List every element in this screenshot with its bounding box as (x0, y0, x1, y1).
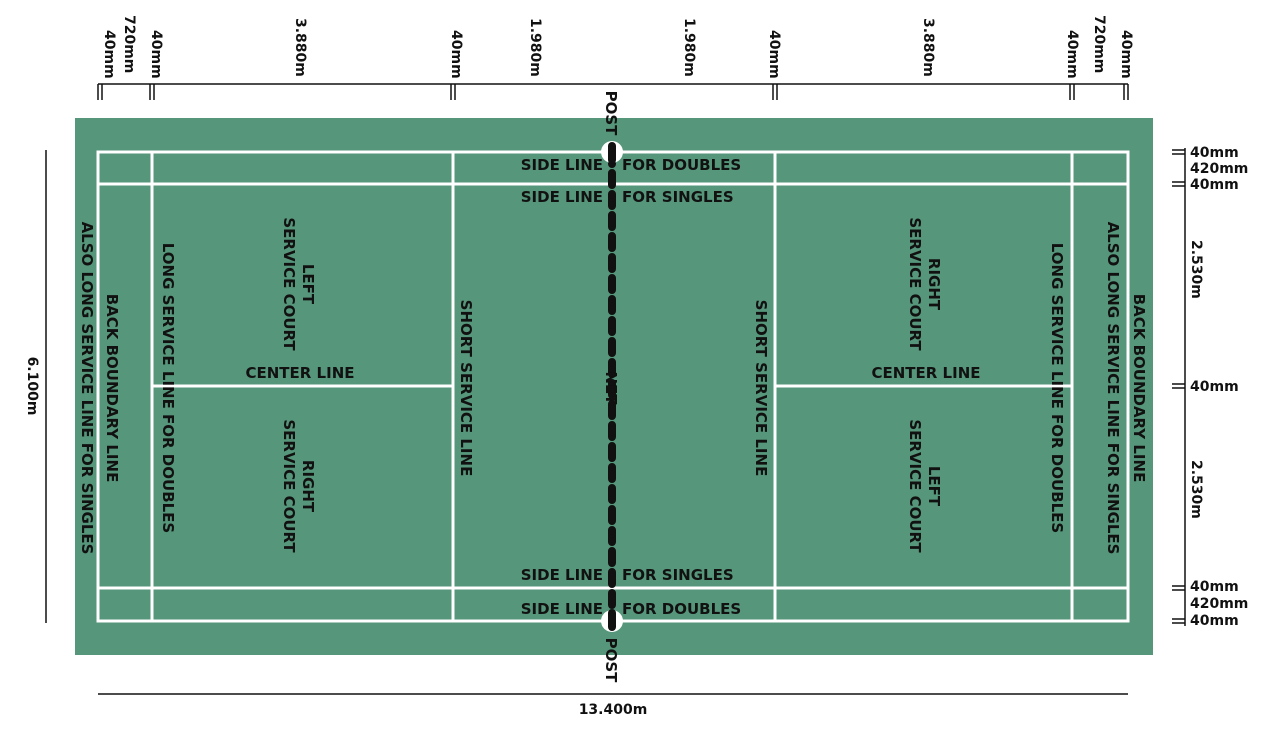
top-dim-8: 3.880m (920, 18, 936, 77)
for-singles-bottom-label: FOR SINGLES (622, 566, 734, 584)
back-boundary-left-label: BACK BOUNDARY LINE (103, 294, 121, 483)
back-boundary-right-label: BACK BOUNDARY LINE (1130, 294, 1148, 483)
for-singles-top-label: FOR SINGLES (622, 188, 734, 206)
side-line-singles-bottom-label: SIDE LINE (521, 566, 603, 584)
right-dim-3: 2.530m (1188, 240, 1204, 299)
net-label: NET (602, 371, 620, 405)
right-service-court-top-right-line1: RIGHT (925, 258, 943, 311)
short-service-left-label: SHORT SERVICE LINE (457, 300, 475, 477)
left-service-court-bottom-right-line1: LEFT (925, 466, 943, 507)
top-dim-2: 40mm (148, 30, 164, 79)
top-dim-0: 40mm (101, 30, 117, 79)
right-dim-5: 2.530m (1188, 460, 1204, 519)
top-dim-11: 40mm (1118, 30, 1134, 79)
right-service-court-top-right-line2: SERVICE COURT (906, 217, 924, 351)
left-service-court-top-left-line2: SERVICE COURT (280, 217, 298, 351)
post-bottom-label: POST (602, 638, 620, 684)
top-dim-7: 40mm (766, 30, 782, 79)
right-dim-2: 40mm (1190, 177, 1239, 193)
top-dim-6: 1.980m (681, 18, 697, 77)
right-dim-1: 420mm (1190, 161, 1248, 177)
also-long-service-singles-right-label: ALSO LONG SERVICE LINE FOR SINGLES (1104, 222, 1122, 555)
top-dim-1: 720mm (121, 15, 137, 73)
top-dim-4: 40mm (448, 30, 464, 79)
right-dim-8: 40mm (1190, 613, 1239, 629)
side-line-singles-top-label: SIDE LINE (521, 188, 603, 206)
right-dim-0: 40mm (1190, 145, 1239, 161)
right-dimension-line (1172, 148, 1186, 626)
left-dim-label: 6.100m (24, 357, 40, 416)
top-dim-5: 1.980m (527, 18, 543, 77)
top-dimension-line (97, 83, 1129, 100)
top-dim-10: 720mm (1091, 15, 1107, 73)
side-line-doubles-bottom-label: SIDE LINE (521, 600, 603, 618)
center-line-right-label: CENTER LINE (872, 364, 981, 382)
bottom-dim-label: 13.400m (579, 702, 648, 718)
top-dim-3: 3.880m (292, 18, 308, 77)
right-service-court-bottom-left-line1: RIGHT (299, 460, 317, 513)
for-doubles-top-label: FOR DOUBLES (622, 156, 741, 174)
side-line-doubles-top-label: SIDE LINE (521, 156, 603, 174)
center-line-left-label: CENTER LINE (246, 364, 355, 382)
right-service-court-bottom-left-line2: SERVICE COURT (280, 419, 298, 553)
also-long-service-singles-left-label: ALSO LONG SERVICE LINE FOR SINGLES (78, 222, 96, 555)
left-service-court-bottom-right-line2: SERVICE COURT (906, 419, 924, 553)
right-dim-4: 40mm (1190, 379, 1239, 395)
left-service-court-top-left-line1: LEFT (299, 264, 317, 305)
long-service-doubles-right-label: LONG SERVICE LINE FOR DOUBLES (1048, 243, 1066, 534)
top-dim-9: 40mm (1064, 30, 1080, 79)
for-doubles-bottom-label: FOR DOUBLES (622, 600, 741, 618)
post-top-label: POST (602, 91, 620, 137)
long-service-doubles-left-label: LONG SERVICE LINE FOR DOUBLES (159, 243, 177, 534)
right-dim-6: 40mm (1190, 579, 1239, 595)
short-service-right-label: SHORT SERVICE LINE (752, 300, 770, 477)
right-dim-7: 420mm (1190, 596, 1248, 612)
